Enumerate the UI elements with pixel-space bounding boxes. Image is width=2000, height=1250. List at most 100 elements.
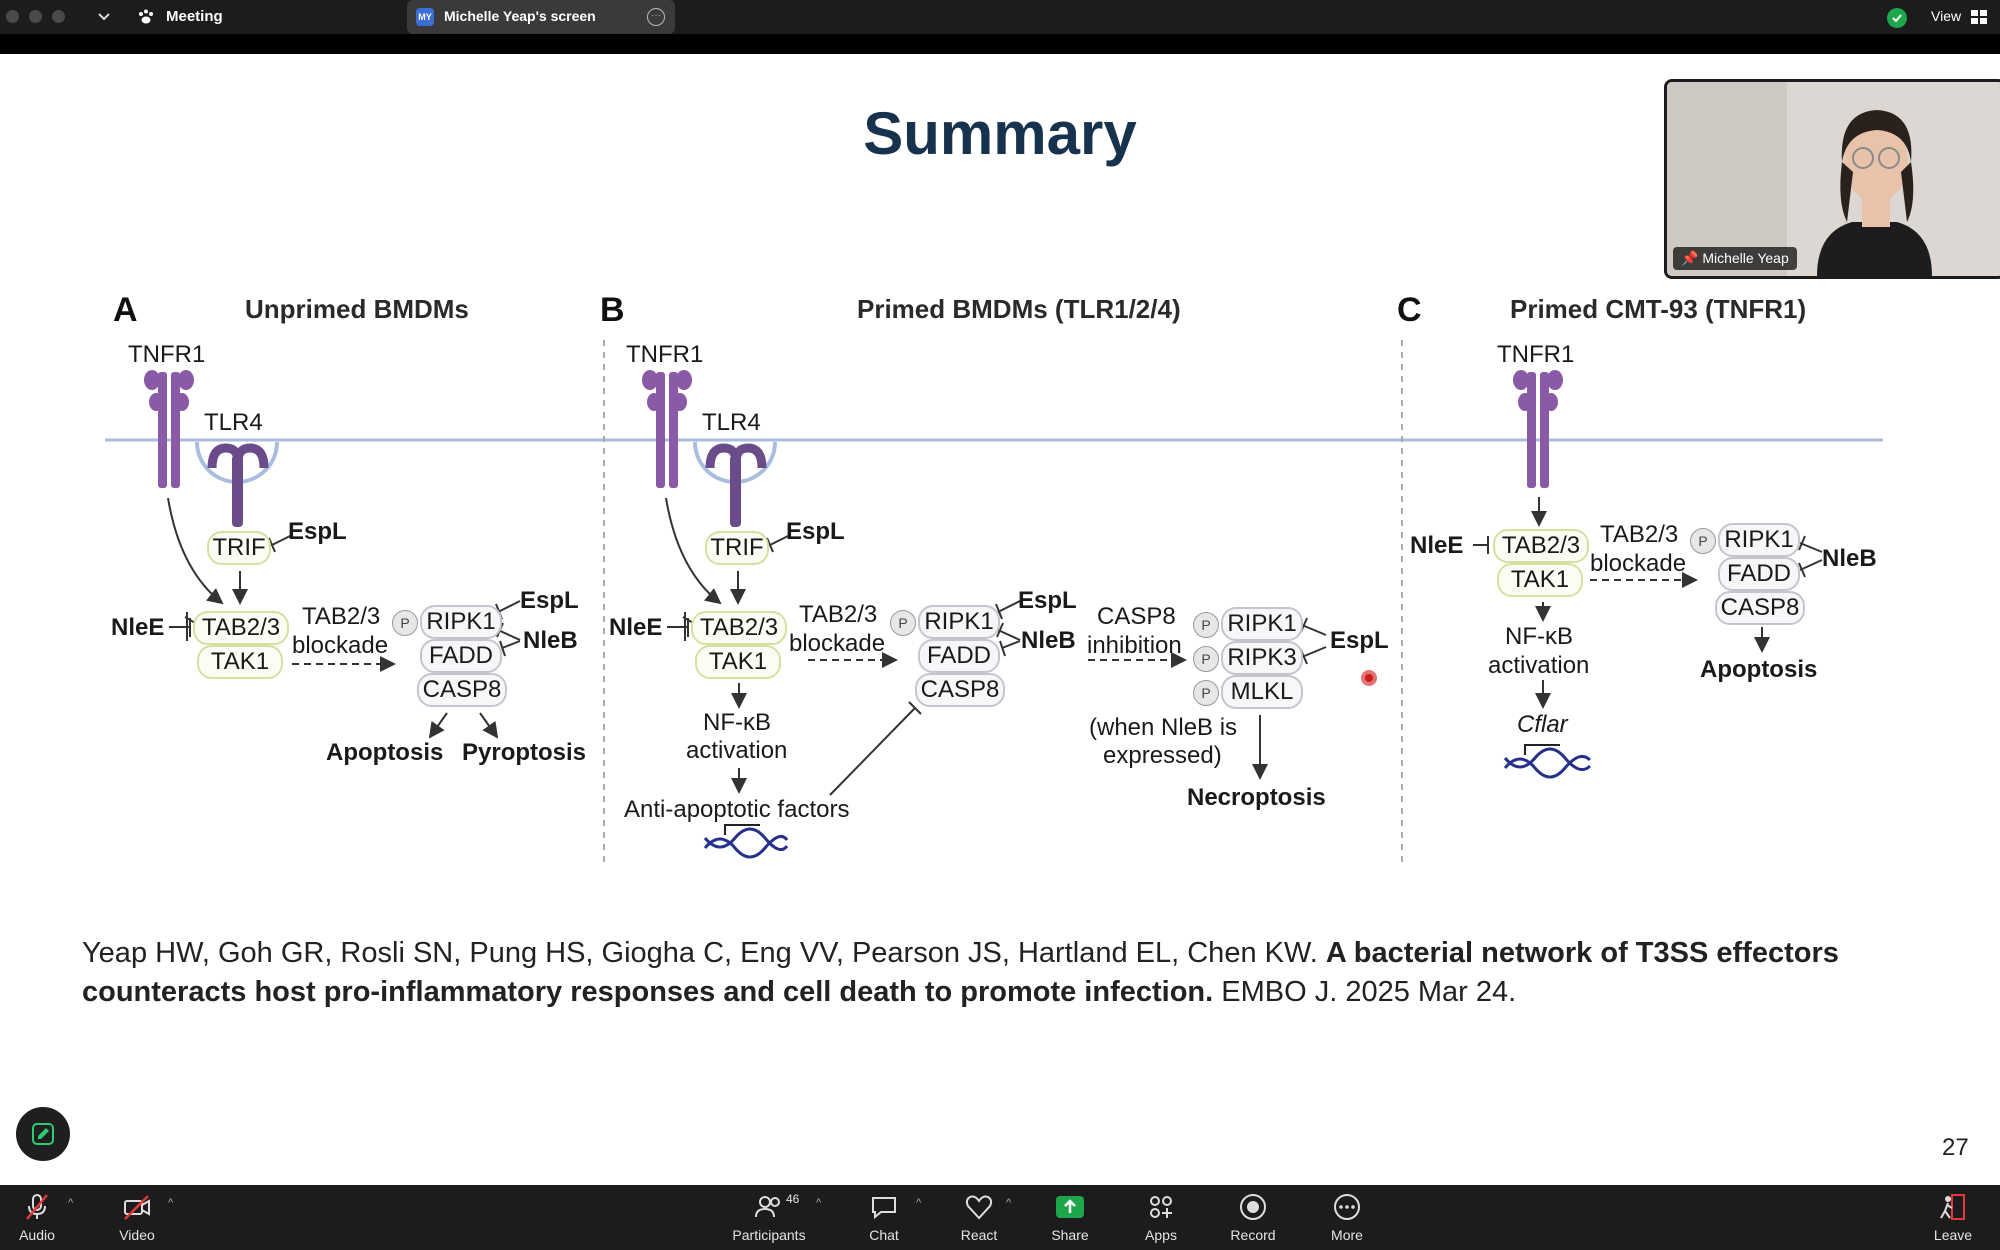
audio-button[interactable]: Audio [12, 1185, 62, 1250]
apps-button[interactable]: Apps [1140, 1185, 1182, 1250]
citation-journal: EMBO J. 2025 Mar 24. [1213, 976, 1517, 1008]
node-trif-b: TRIF [705, 531, 769, 565]
leave-button[interactable]: Leave [1930, 1185, 1976, 1250]
more-label: More [1331, 1227, 1363, 1243]
label-espl-b1: EspL [786, 518, 845, 545]
record-button[interactable]: Record [1226, 1185, 1280, 1250]
topbar-separator [0, 34, 2000, 54]
slide-page-number: 27 [1942, 1134, 1969, 1161]
audio-options-caret[interactable]: ^ [68, 1197, 74, 1209]
share-button[interactable]: Share [1048, 1185, 1092, 1250]
participant-video-tile[interactable]: 📌 Michelle Yeap [1664, 79, 2000, 279]
participants-button[interactable]: 46 Participants [726, 1185, 812, 1250]
pencil-icon [32, 1123, 54, 1145]
chevron-down-icon[interactable] [97, 11, 111, 23]
phospho-icon-c: P [1690, 528, 1716, 554]
participant-name-tag: 📌 Michelle Yeap [1673, 247, 1797, 270]
label-necroptosis: Necroptosis [1187, 784, 1326, 811]
shield-icon[interactable] [1887, 8, 1907, 28]
label-casp8-inhibition-1: CASP8 [1097, 603, 1176, 630]
window-minimize-button[interactable] [29, 10, 42, 23]
participants-label: Participants [732, 1227, 806, 1243]
node-tak1-a: TAK1 [197, 645, 283, 679]
react-options-caret[interactable]: ^ [1006, 1197, 1012, 1209]
node-ripk1-b2: RIPK1 [1221, 607, 1303, 641]
node-tak1-b: TAK1 [695, 645, 781, 679]
view-button[interactable]: View [1931, 8, 1962, 24]
window-zoom-button[interactable] [52, 10, 65, 23]
react-button[interactable]: React [956, 1185, 1002, 1250]
tnfr1-receptor-c [1513, 370, 1563, 488]
window-close-button[interactable] [6, 10, 19, 23]
annotate-button[interactable] [16, 1107, 70, 1161]
leave-label: Leave [1933, 1227, 1973, 1243]
video-button[interactable]: Video [112, 1185, 162, 1250]
node-casp8-b: CASP8 [915, 673, 1005, 707]
meeting-label[interactable]: Meeting [166, 8, 223, 25]
phospho-icon-b-mlkl: P [1193, 680, 1219, 706]
label-espl-a1: EspL [288, 518, 347, 545]
panel-heading-a: Unprimed BMDMs [245, 294, 469, 324]
citation-authors: Yeap HW, Goh GR, Rosli SN, Pung HS, Giog… [82, 937, 1326, 969]
panel-letter-a: A [113, 291, 138, 329]
grid-icon[interactable] [1971, 10, 1987, 24]
panel-heading-b: Primed BMDMs (TLR1/2/4) [857, 294, 1181, 324]
tnfr1-receptor-a [144, 370, 194, 488]
citation-title: A bacterial network of T3SS effectors co… [82, 937, 1839, 1008]
pin-icon: 📌 [1681, 250, 1703, 266]
presenter-avatar: MY [416, 8, 434, 26]
video-options-caret[interactable]: ^ [168, 1197, 174, 1209]
video-feed [1667, 82, 2000, 276]
label-nfkb-b1: NF-κB [703, 709, 771, 736]
more-options-icon[interactable]: ··· [647, 8, 665, 26]
node-casp8-c: CASP8 [1715, 591, 1805, 625]
label-tlr4-b: TLR4 [702, 409, 761, 436]
participants-options-caret[interactable]: ^ [816, 1197, 822, 1209]
participants-count: 46 [786, 1192, 800, 1206]
label-cflar: Cflar [1517, 711, 1568, 738]
panel-letter-b: B [600, 291, 625, 329]
phospho-icon-a: P [392, 610, 418, 636]
shared-screen-label: Michelle Yeap's screen [444, 8, 596, 24]
phospho-icon-b-ripk3: P [1193, 646, 1219, 672]
more-button[interactable]: More [1324, 1185, 1370, 1250]
tlr4-receptor-a [195, 441, 279, 527]
label-nfkb-c2: activation [1488, 652, 1590, 679]
dna-icon-b [703, 824, 789, 859]
participants-icon [755, 1196, 780, 1218]
label-casp8-inhibition-2: inhibition [1087, 632, 1182, 659]
label-tnfr1-a: TNFR1 [128, 341, 206, 368]
label-blockade-c1: TAB2/3 [1600, 521, 1679, 548]
label-nlee-a: NleE [111, 614, 165, 641]
label-tnfr1-b: TNFR1 [626, 341, 704, 368]
chat-options-caret[interactable]: ^ [916, 1197, 922, 1209]
more-icon [1334, 1194, 1360, 1220]
node-trif-a: TRIF [207, 531, 271, 565]
node-fadd-c: FADD [1718, 557, 1800, 591]
chat-label: Chat [869, 1227, 899, 1243]
label-espl-b2: EspL [1018, 587, 1077, 614]
audio-label: Audio [19, 1227, 55, 1243]
apps-icon [1150, 1196, 1172, 1218]
node-tak1-c: TAK1 [1497, 563, 1583, 597]
tlr4-receptor-b [693, 441, 777, 527]
tnfr1-receptor-b [642, 370, 692, 488]
label-nfkb-b2: activation [686, 737, 788, 764]
paw-icon [139, 9, 153, 24]
slide-title: Summary [863, 100, 1137, 167]
node-ripk1-b: RIPK1 [918, 605, 1000, 639]
label-tnfr1-c: TNFR1 [1497, 341, 1575, 368]
node-ripk1-a: RIPK1 [420, 605, 502, 639]
label-nlee-c: NleE [1410, 532, 1464, 559]
label-nleb-a: NleB [523, 627, 578, 654]
phospho-icon-b: P [890, 610, 916, 636]
leave-icon [1940, 1194, 1965, 1220]
record-icon [1240, 1194, 1266, 1220]
label-when-nleb-1: (when NleB is [1089, 714, 1238, 741]
panel-heading-c: Primed CMT-93 (TNFR1) [1510, 294, 1807, 324]
chat-button[interactable]: Chat [862, 1185, 906, 1250]
label-espl-a2: EspL [520, 587, 579, 614]
label-nleb-b: NleB [1021, 627, 1076, 654]
shared-screen-tab[interactable]: MY Michelle Yeap's screen ··· [407, 0, 675, 34]
node-mlkl-b: MLKL [1221, 675, 1303, 709]
